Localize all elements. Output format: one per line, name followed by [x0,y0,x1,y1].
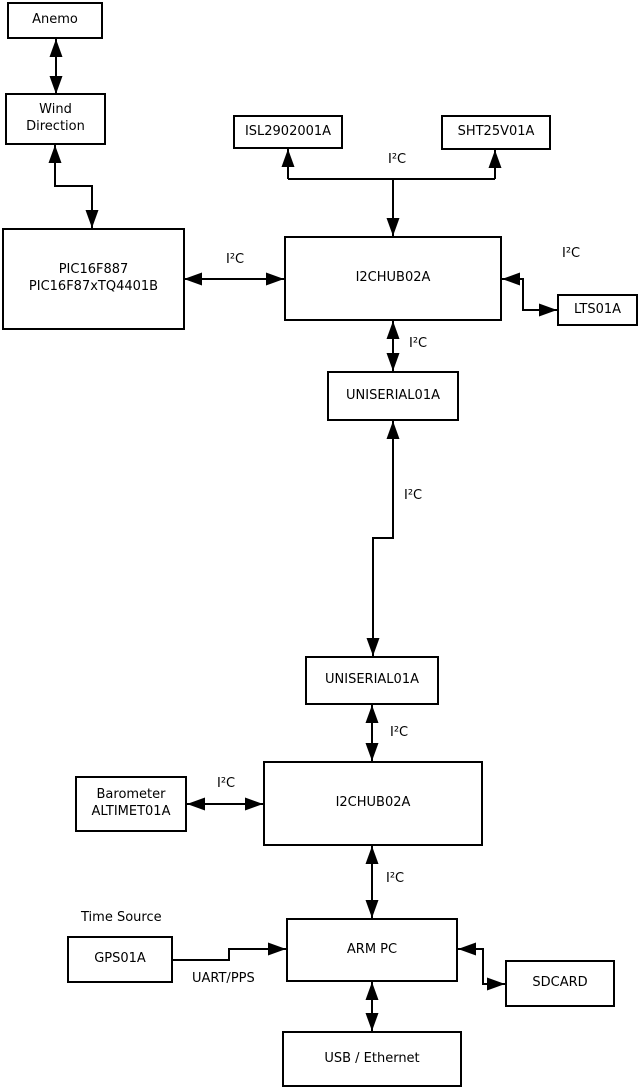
node-uniserial01a-bottom: UNISERIAL01A [305,656,439,705]
node-anemo: Anemo [7,2,103,39]
node-i2chub02a-top: I2CHUB02A [284,236,502,321]
edge-gps-armpc [173,942,286,961]
label-uart-pps: UART/PPS [192,971,255,986]
label-time-source: Time Source [81,910,162,925]
node-wind-direction-label: Wind Direction [26,102,85,134]
node-barometer: Barometer ALTIMET01A [75,776,187,832]
node-anemo-label: Anemo [32,12,78,28]
node-isl2902001a-label: ISL2902001A [244,123,332,139]
edge-hub1-lts [502,272,557,317]
node-gps01a-label: GPS01A [94,951,146,967]
node-arm-pc-label: ARM PC [346,941,398,957]
edge-armpc-sdcard [458,942,505,991]
label-i2c-pic-hub: I²C [226,252,245,267]
node-i2chub02a-bottom: I2CHUB02A [263,761,483,846]
node-uniserial01a-top: UNISERIAL01A [327,371,459,421]
node-sdcard-label: SDCARD [532,975,588,991]
node-sht25v01a-label: SHT25V01A [457,124,535,140]
node-wind-direction: Wind Direction [5,93,106,145]
node-gps01a: GPS01A [67,936,173,983]
node-isl2902001a: ISL2902001A [233,115,343,149]
label-i2c-lts-bus: I²C [562,246,581,261]
label-i2c-hub-uniserial: I²C [409,336,428,351]
label-i2c-barometer-hub2: I²C [217,776,236,791]
node-lts01a: LTS01A [557,294,638,326]
label-i2c-hub2-armpc: I²C [386,871,405,886]
node-i2chub02a-bottom-label: I2CHUB02A [335,795,411,811]
edge-uniserial1-uniserial2 [366,421,400,656]
node-usb-ethernet-label: USB / Ethernet [324,1050,420,1066]
label-i2c-uniserial-hub2: I²C [390,725,409,740]
node-pic-label: PIC16F887 PIC16F87xTQ4401B [28,262,159,294]
node-i2chub02a-top-label: I2CHUB02A [355,270,431,286]
node-arm-pc: ARM PC [286,918,458,982]
label-i2c-sensors-bus: I²C [388,152,407,167]
node-uniserial01a-top-label: UNISERIAL01A [346,387,440,403]
node-lts01a-label: LTS01A [573,301,622,317]
node-pic: PIC16F887 PIC16F87xTQ4401B [2,228,185,330]
edge-wind-pic [48,145,99,228]
node-sht25v01a: SHT25V01A [441,115,551,150]
node-sdcard: SDCARD [505,960,615,1007]
node-barometer-label: Barometer ALTIMET01A [91,787,171,819]
label-i2c-uniserial-link: I²C [404,488,423,503]
node-uniserial01a-bottom-label: UNISERIAL01A [325,672,419,688]
node-usb-ethernet: USB / Ethernet [282,1031,462,1087]
